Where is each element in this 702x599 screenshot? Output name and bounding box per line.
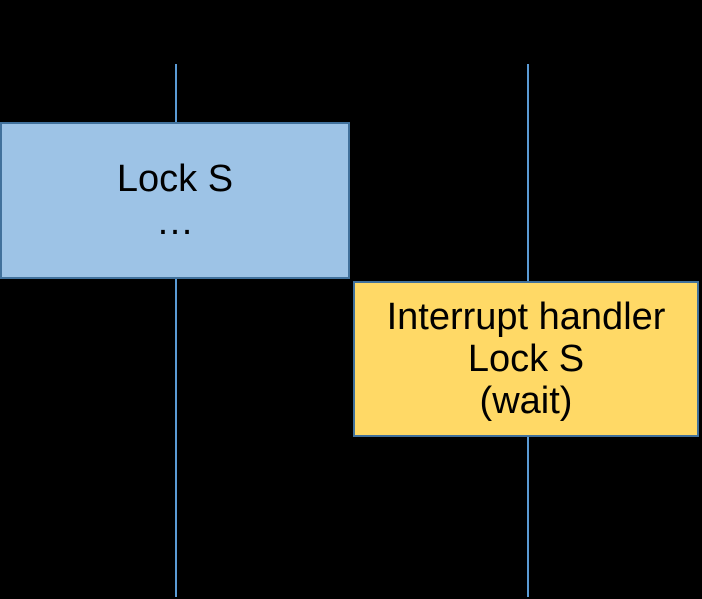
interrupt-handler-box: Interrupt handler Lock S (wait) (353, 281, 699, 437)
process-lock-label: Lock S (116, 157, 234, 200)
process-lock-box: Lock S … (0, 122, 350, 279)
interrupt-lock-label: Lock S (467, 338, 585, 380)
process-timeline-line (175, 64, 177, 597)
interrupt-wait-label: (wait) (479, 380, 573, 422)
interrupt-handler-label: Interrupt handler (386, 296, 666, 338)
process-ellipsis-label: … (156, 200, 194, 243)
